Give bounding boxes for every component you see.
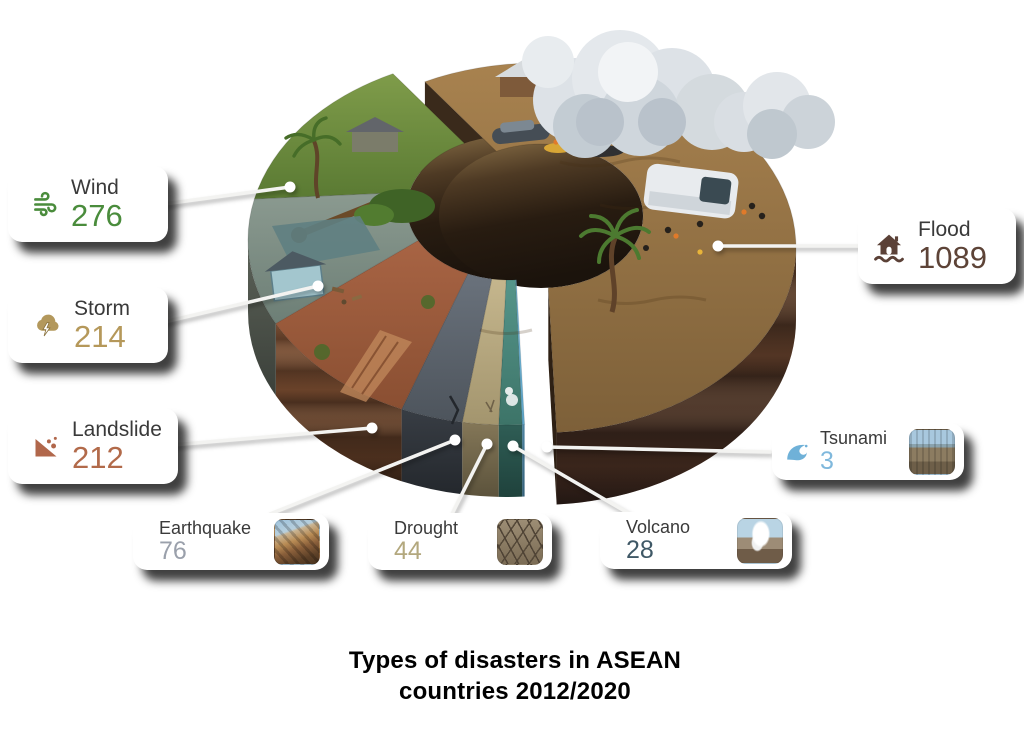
volcano-photo (737, 517, 783, 564)
tsunami-label: Tsunami (820, 428, 888, 449)
storm-value: 214 (74, 319, 126, 355)
leader-dot-volcano (507, 440, 519, 452)
pie-side-storm (248, 240, 276, 396)
leader-dot-flood (712, 240, 724, 252)
drought-value: 44 (394, 537, 422, 566)
leader-line-volcano (511, 444, 630, 515)
donut-hole-flood (439, 144, 643, 288)
flood-value: 1089 (918, 240, 987, 276)
landslide-value: 212 (72, 440, 124, 476)
landslide-vegetation (314, 344, 330, 360)
volcano-value: 28 (626, 536, 654, 565)
tsunami-wave-icon (787, 444, 808, 460)
flooded-house-icon (874, 234, 904, 263)
volcano-card: Volcano 28 (600, 512, 792, 569)
tsunami-photo (909, 428, 955, 475)
volcano-label: Volcano (626, 517, 691, 538)
tsunami-card: Tsunami 3 (772, 423, 964, 480)
leader-line-drought (450, 442, 489, 516)
chart-title: Types of disasters in ASEAN countries 20… (65, 645, 965, 707)
storm-clouds (522, 30, 835, 159)
storm-debris (331, 286, 363, 305)
wind-palm-tree (284, 116, 342, 199)
earthquake-crack (448, 395, 460, 425)
photo-decorations (264, 30, 835, 425)
leader-dot-storm (312, 280, 324, 292)
wind-label: Wind (71, 176, 119, 200)
storm-damaged-house (264, 251, 327, 302)
pie-cut-face (548, 287, 557, 505)
rescue-van (643, 163, 739, 219)
storm-cloud-lightning-icon (37, 314, 59, 337)
flood-palm-tree (579, 208, 651, 313)
chart-title-line2: countries 2012/2020 (399, 678, 631, 705)
leader-line-storm (162, 284, 320, 324)
pie-side-volcano (498, 424, 523, 497)
wind-card: Wind 276 (8, 166, 168, 242)
sediment-texture (275, 323, 402, 482)
storm-label: Storm (74, 297, 131, 321)
leader-line-earthquake (268, 438, 457, 516)
leader-lines (162, 181, 860, 516)
earthquake-card: Earthquake 76 (133, 513, 329, 570)
leader-dot-landslide (366, 422, 378, 434)
leader-line-landslide (170, 426, 374, 447)
drought-cracks (485, 399, 495, 413)
earthquake-photo (274, 518, 320, 565)
volcano-plume (506, 394, 518, 406)
drought-card: Drought 44 (368, 513, 552, 570)
sediment-texture (556, 248, 796, 505)
pie-side-tsunami (522, 424, 525, 497)
chart-title-line1: Types of disasters in ASEAN (348, 647, 682, 674)
earthquake-value: 76 (159, 537, 187, 566)
earthquake-label: Earthquake (159, 518, 252, 539)
tsunami-value: 3 (820, 447, 834, 476)
drought-label: Drought (394, 518, 459, 539)
flood-card: Flood 1089 (858, 208, 1016, 284)
leader-dot-wind (284, 181, 296, 193)
wind-icon (34, 191, 57, 216)
wind-damaged-house (346, 117, 404, 152)
storm-card: Storm 214 (8, 287, 168, 363)
leader-line-wind (162, 185, 292, 206)
people-in-water (643, 202, 766, 255)
volcano-plume (505, 387, 513, 395)
leader-dot-drought (481, 438, 493, 450)
landslide-card: Landslide 212 (8, 408, 178, 484)
drought-photo (497, 518, 543, 565)
wind-value: 276 (71, 198, 123, 234)
landslide-streaks (351, 335, 399, 395)
leader-dot-tsunami (541, 441, 553, 453)
landslide-slope-icon (35, 436, 57, 457)
pie-side-earthquake (401, 409, 463, 495)
flood-label: Flood (918, 218, 971, 242)
storm-sea (272, 216, 380, 266)
leader-dot-earthquake (449, 434, 461, 446)
submerged-car (492, 119, 550, 145)
landslide-label: Landslide (72, 418, 162, 442)
landslide-vegetation (421, 295, 435, 309)
leader-line-tsunami (545, 445, 772, 454)
